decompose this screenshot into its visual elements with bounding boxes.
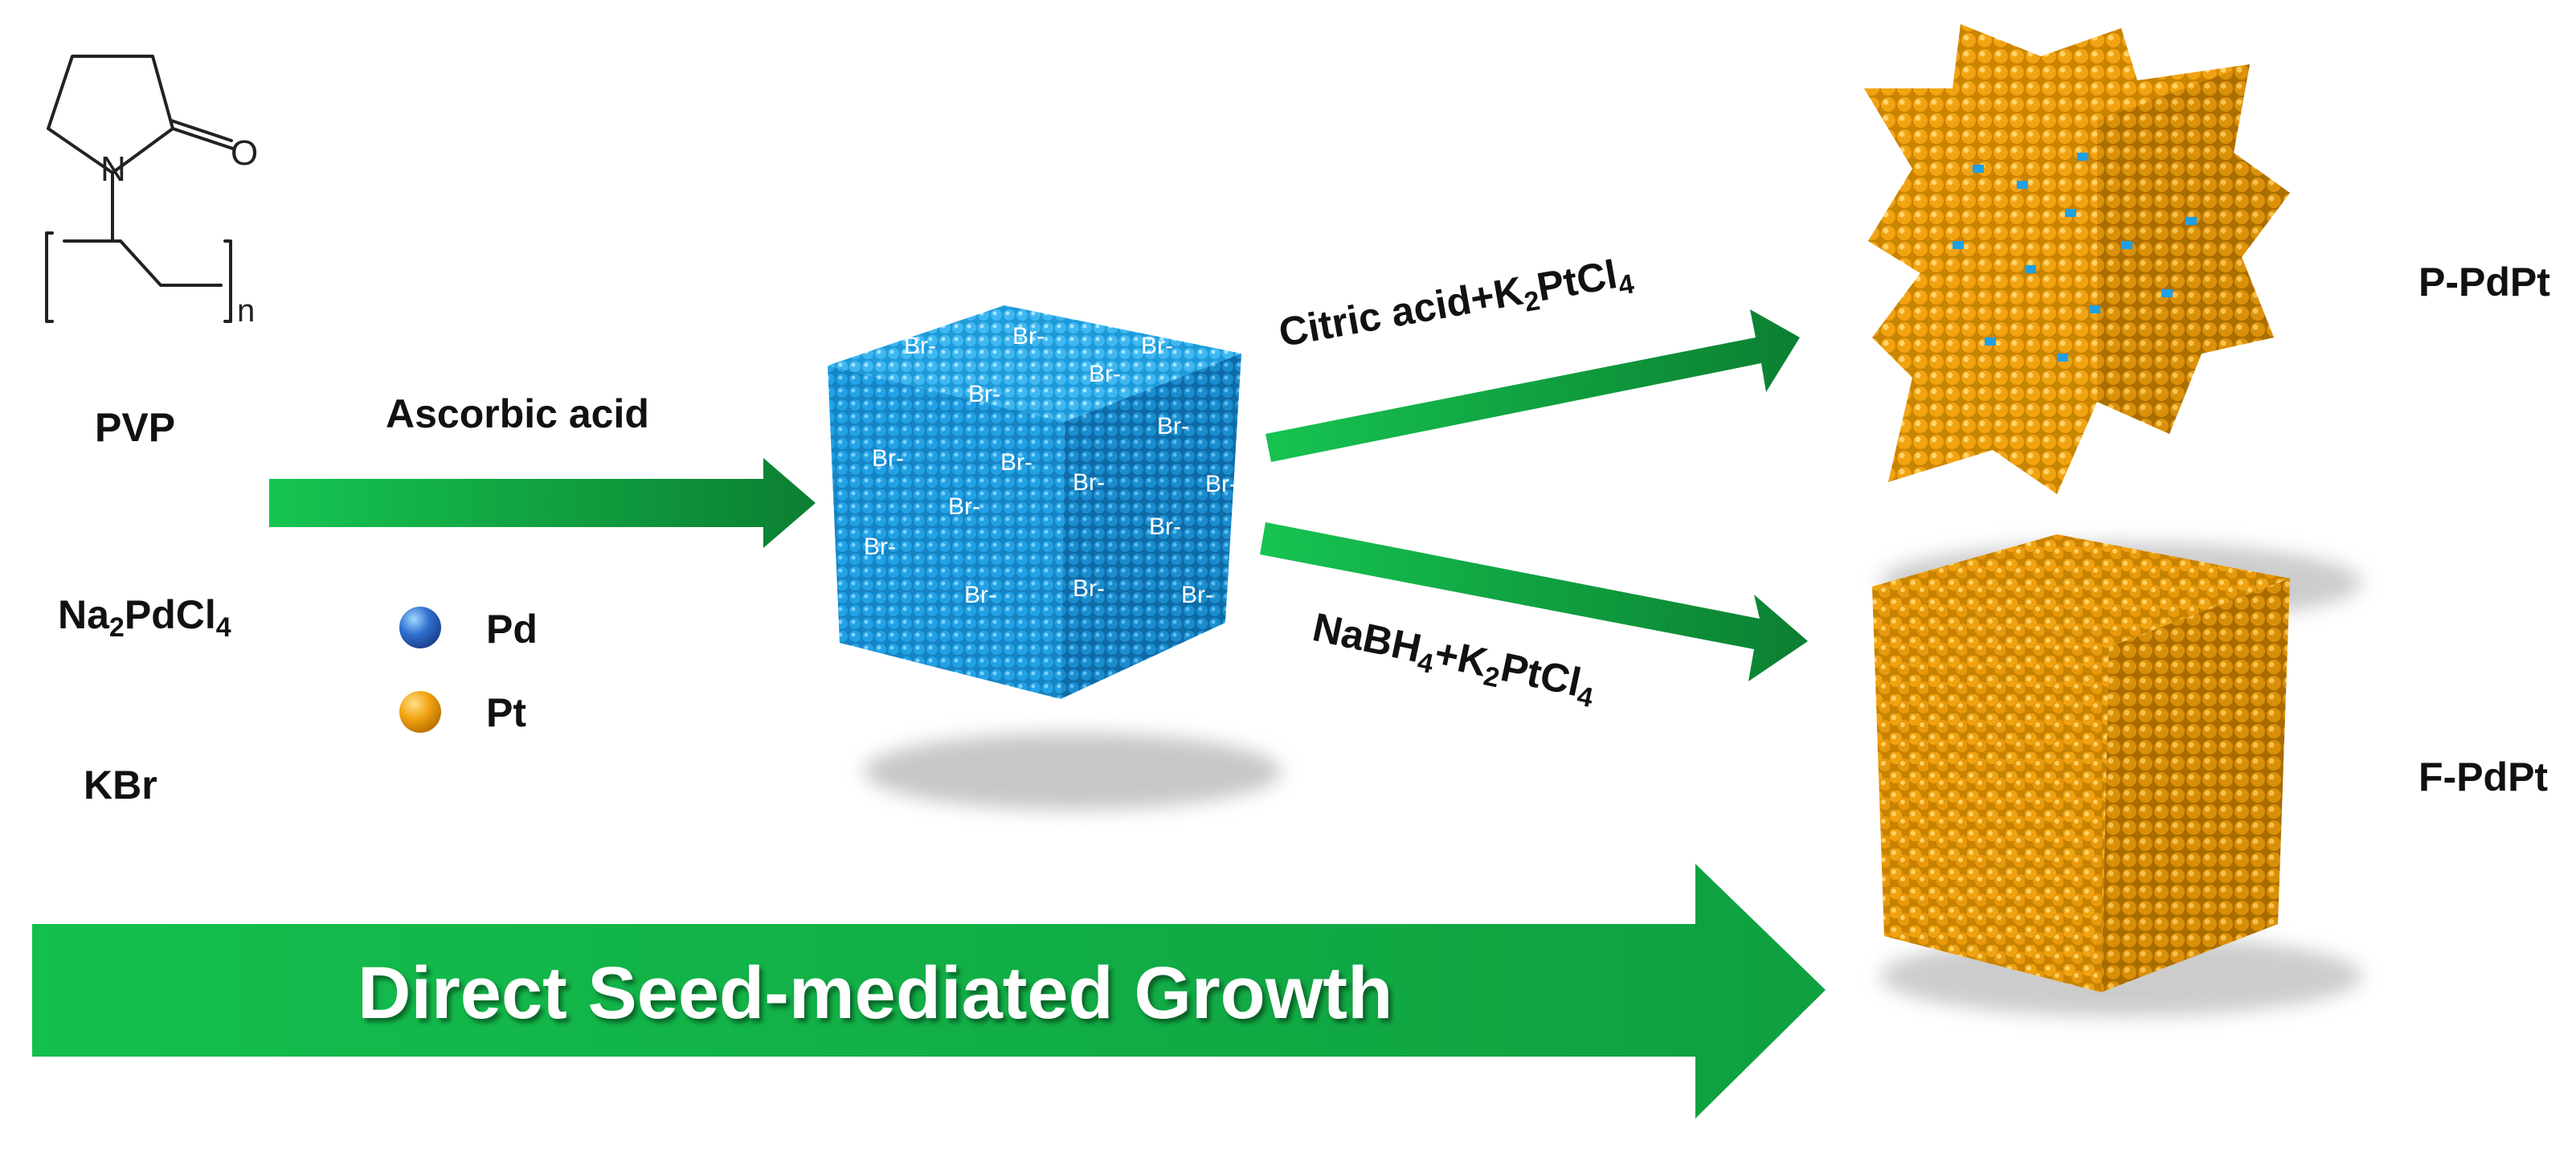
- br-label: Br-: [1089, 361, 1121, 387]
- pd-exposed-site: [2089, 305, 2100, 313]
- pd-exposed-site: [2057, 354, 2068, 362]
- br-label: Br-: [872, 445, 904, 472]
- pvp-n-atom: N: [100, 149, 126, 189]
- pd-seed-cube: [828, 305, 1241, 699]
- pvp-repeat-n: n: [237, 293, 255, 329]
- arrow-ascorbic: [269, 458, 816, 548]
- legend-pt-sphere: [399, 691, 441, 733]
- fpdpt-particle: [1872, 534, 2290, 992]
- pd-exposed-site: [2186, 217, 2197, 225]
- pvp-o-atom: O: [231, 133, 258, 173]
- seed-shadow: [864, 733, 1282, 810]
- pd-exposed-site: [1952, 241, 1964, 249]
- pd-exposed-site: [2161, 289, 2173, 297]
- br-label: Br-: [904, 333, 936, 359]
- product-label-fpdpt: F-PdPt: [2419, 754, 2549, 799]
- br-label: Br-: [1205, 471, 1237, 497]
- pd-exposed-site: [2017, 181, 2028, 189]
- banner-text: Direct Seed-mediated Growth: [358, 952, 1393, 1034]
- legend-pd-sphere: [399, 607, 441, 648]
- br-label: Br-: [1073, 575, 1105, 602]
- pd-exposed-site: [2065, 209, 2076, 217]
- br-label: Br-: [968, 381, 1000, 407]
- legend-label-pd: Pd: [486, 607, 538, 652]
- br-label: Br-: [1181, 582, 1213, 608]
- reagent-kbr: KBr: [84, 763, 157, 808]
- banner-arrow: [32, 864, 1826, 1118]
- pd-exposed-site: [2077, 153, 2088, 161]
- pd-exposed-site: [2025, 265, 2036, 273]
- br-label-group: Br- Br- Br- Br- Br- Br- Br- Br- Br- Br- Br- Br- Br- B…: [864, 323, 1237, 608]
- arrow-label-ascorbic: Ascorbic acid: [386, 391, 649, 436]
- pd-exposed-site: [2121, 241, 2132, 249]
- br-label: Br-: [1000, 449, 1032, 476]
- pvp-structure: [45, 55, 235, 323]
- reagent-na2pdcl4: Na2PdCl4: [58, 592, 231, 643]
- br-label: Br-: [1157, 413, 1189, 440]
- br-label: Br-: [948, 493, 980, 520]
- legend-label-pt: Pt: [486, 690, 526, 735]
- br-label: Br-: [1073, 469, 1105, 496]
- arrow-citric: [1266, 309, 1800, 462]
- br-label: Br-: [964, 582, 996, 608]
- br-label: Br-: [1012, 323, 1045, 350]
- ppdpt-pd-exposed-sites: [1952, 153, 2197, 362]
- arrow-nabh4: [1260, 522, 1808, 681]
- br-label: Br-: [1141, 333, 1173, 359]
- product-label-ppdpt: P-PdPt: [2419, 260, 2550, 305]
- br-label: Br-: [864, 534, 896, 560]
- reagent-pvp: PVP: [95, 405, 176, 450]
- br-label: Br-: [1149, 513, 1181, 540]
- pd-exposed-site: [1985, 337, 1996, 346]
- ppdpt-particle: [1864, 24, 2290, 494]
- pd-exposed-site: [1973, 165, 1984, 173]
